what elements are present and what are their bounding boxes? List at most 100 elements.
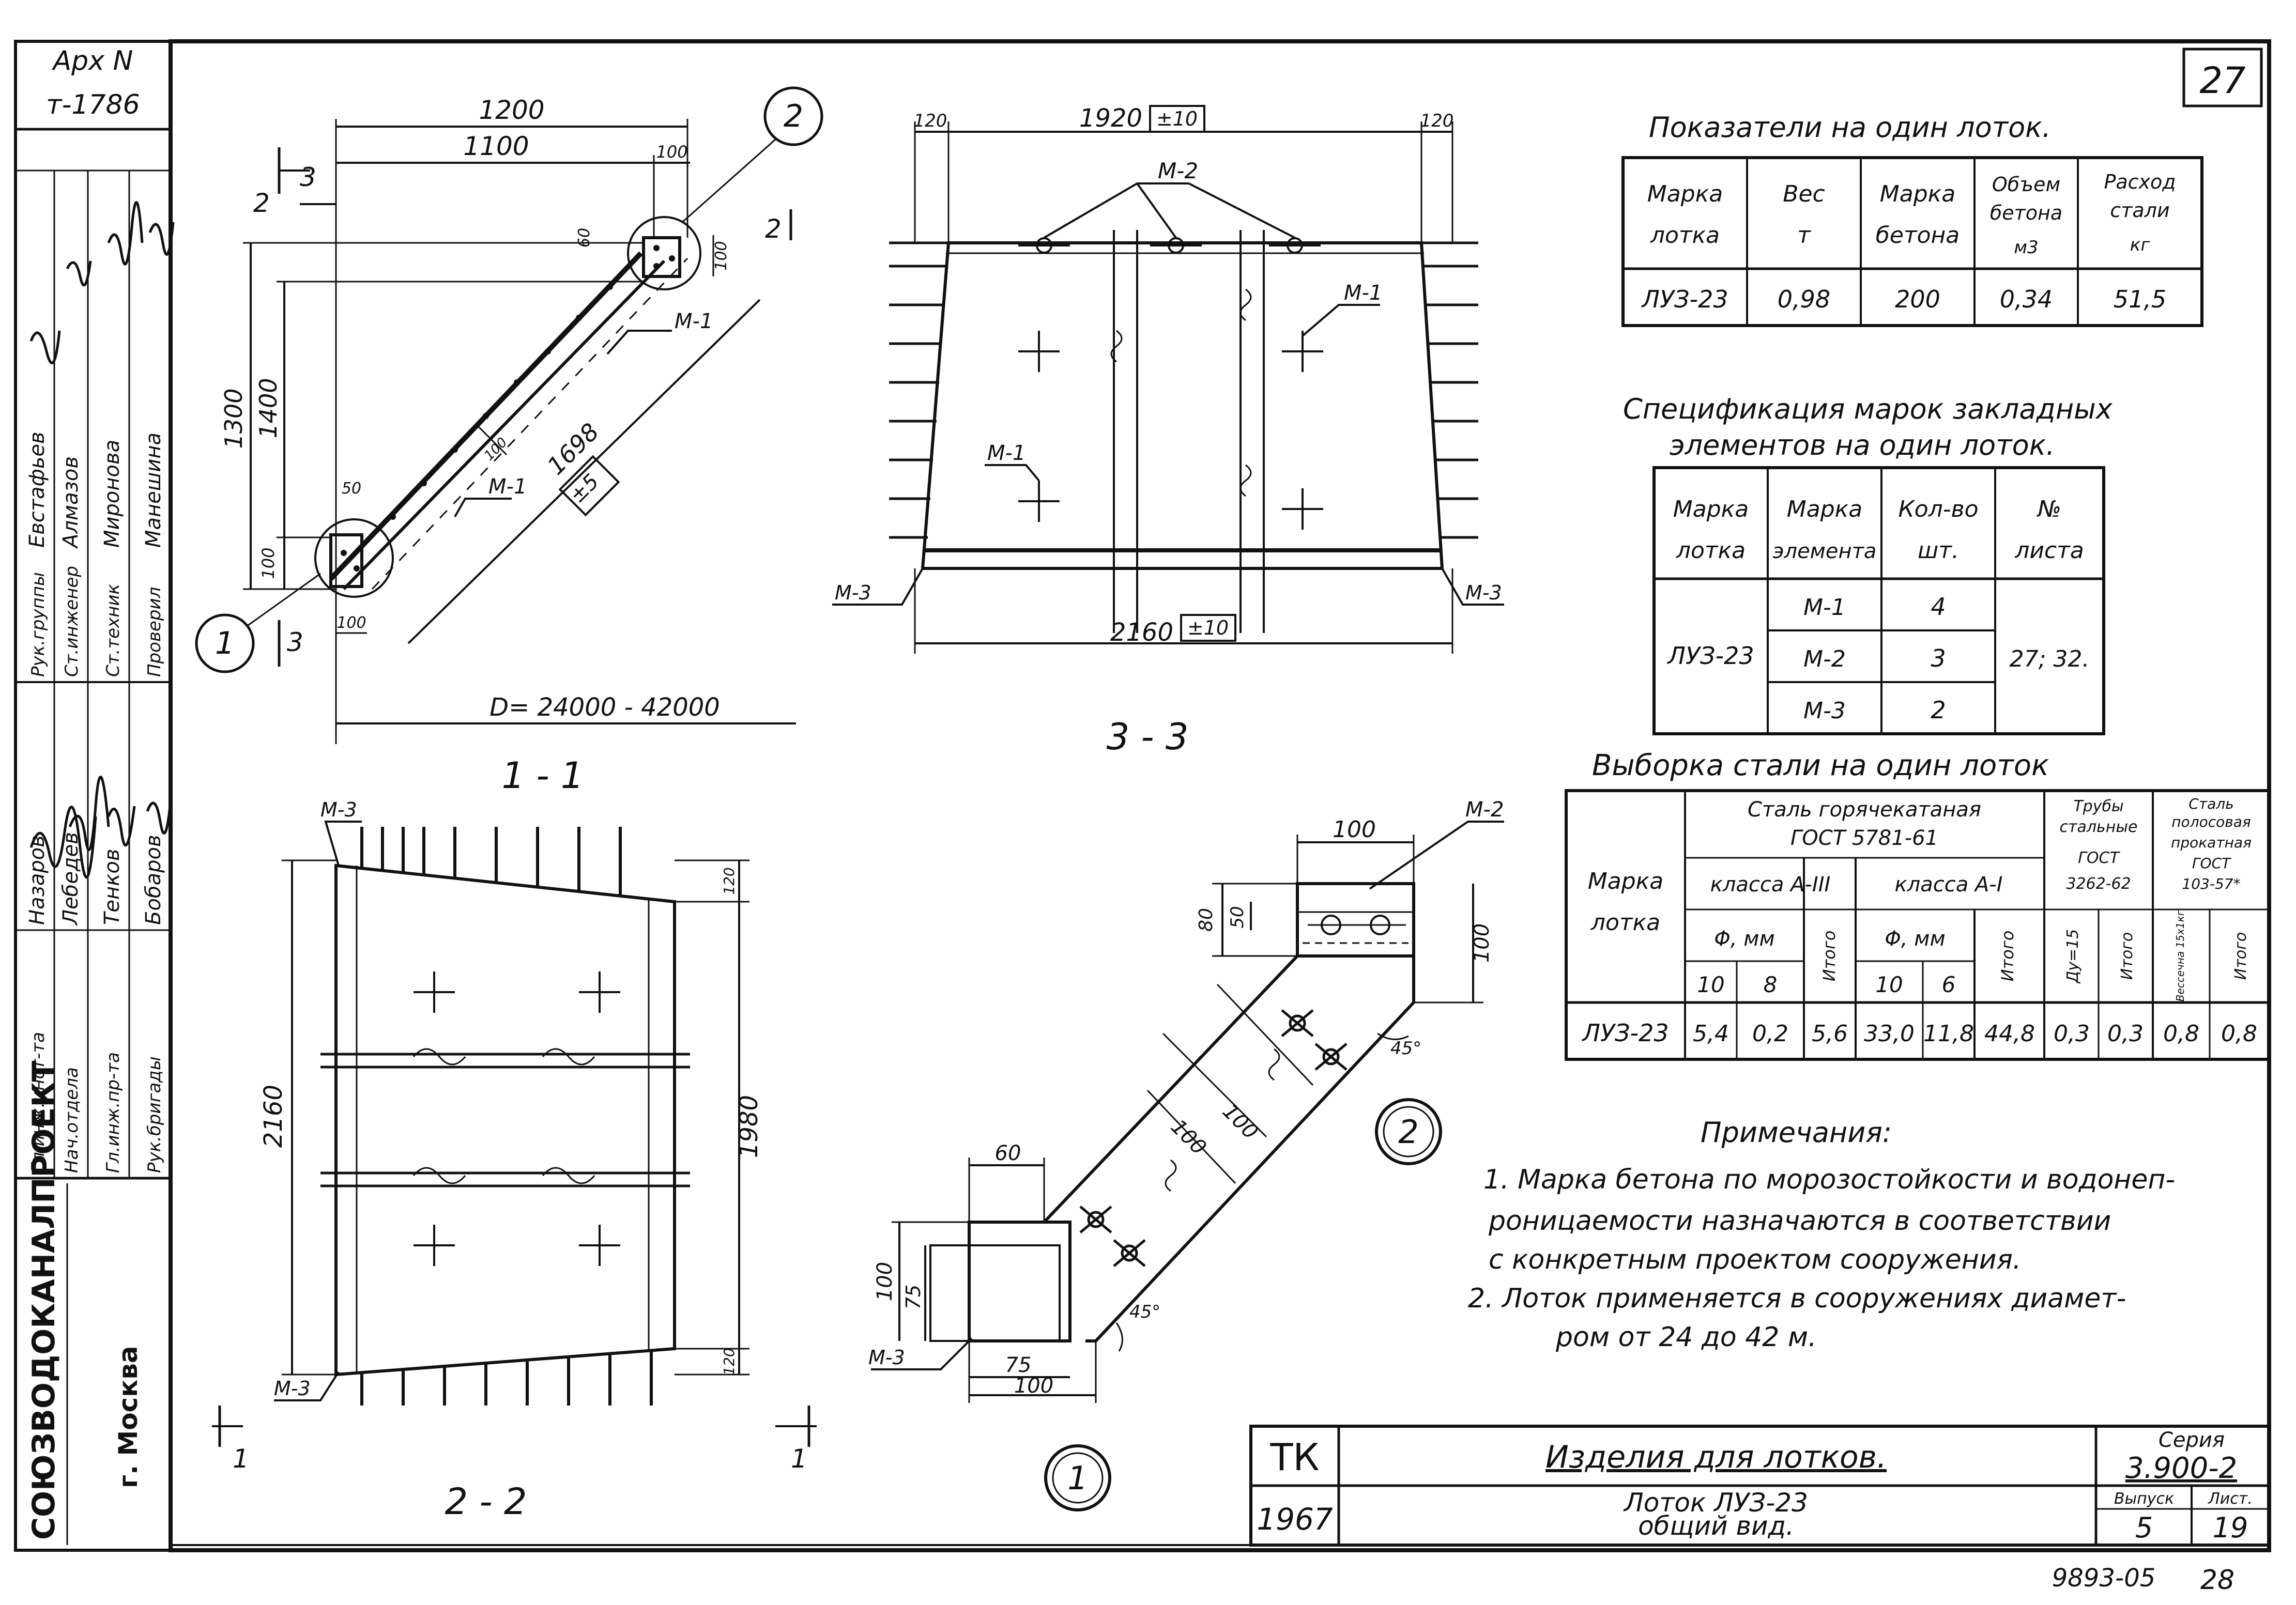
col-header: элемента — [1773, 539, 1877, 563]
col-header: Итого — [1819, 931, 1839, 982]
sig-name: Тенков — [100, 849, 124, 925]
callout-label: 2 — [1398, 1113, 1418, 1151]
col-header: бетона — [1990, 202, 2062, 224]
dim-1200: 1200 — [479, 95, 544, 125]
dim-100-top: 100 — [656, 142, 687, 162]
section-title: 1 - 1 — [502, 754, 584, 797]
col-header: стальные — [2060, 818, 2138, 836]
spec-title: Спецификация марок закладных — [1623, 393, 2113, 425]
sig-name: Алмазов — [59, 456, 83, 549]
cell: 0,34 — [2000, 285, 2053, 313]
sheet-value: 19 — [2213, 1511, 2248, 1544]
label-m3: М-3 — [1465, 581, 1502, 604]
callout-2 — [763, 86, 823, 146]
col-header: Расход — [2104, 171, 2176, 193]
dim-50: 50 — [342, 480, 361, 498]
col-header: Φ, мм — [1714, 927, 1774, 951]
col-header: лотка — [1590, 909, 1660, 936]
callout-label: 2 — [784, 98, 803, 134]
indicators-table: Показатели на один лоток. Марка лотка Ве… — [1621, 111, 2203, 327]
section-3-3: М-2 М-1 М-1 М-3 М-3 120 120 1920 ±10 216… — [832, 104, 1504, 758]
dim-100: 100 — [1470, 923, 1494, 963]
sig-name: Бобаров — [142, 835, 165, 925]
cell: 2 — [1931, 696, 1946, 724]
cell: 0,8 — [2221, 1021, 2257, 1047]
rebar-stubs — [360, 827, 653, 1406]
signature-scribbles — [29, 201, 175, 878]
sig-name: Назаров — [25, 835, 49, 925]
dim-120: 120 — [914, 111, 947, 131]
dim-2160: 2160 — [259, 1085, 288, 1148]
col-header: м3 — [2014, 237, 2038, 258]
indicators-title: Показатели на один лоток. — [1649, 111, 2051, 144]
col-header: Итого — [2232, 932, 2250, 980]
anchor-crosses — [414, 971, 620, 1266]
section-mark: 3 — [287, 627, 303, 657]
rebar-dots — [341, 245, 675, 572]
dim-tolerance: ±10 — [1187, 616, 1229, 639]
anchor-crosses — [1079, 1009, 1348, 1267]
footer-page: 28 — [2200, 1565, 2234, 1596]
note-line: с конкретным проектом сооружения. — [1489, 1244, 2021, 1275]
col-header: прокатная — [2171, 834, 2252, 851]
sig-name: Евстафьев — [25, 431, 49, 548]
anchor-crosses — [1018, 237, 1323, 530]
col-header: Марка — [1673, 496, 1749, 522]
col-header: Вес — [1783, 181, 1825, 207]
year: 1967 — [1257, 1502, 1333, 1537]
label-m1: М-1 — [675, 310, 713, 333]
note-line: 1. Марка бетона по морозостойкости и вод… — [1483, 1164, 2175, 1195]
sig-name: Миронова — [100, 440, 124, 548]
section-title: 2 - 2 — [445, 1480, 527, 1523]
cell: ЛУЗ-23 — [1641, 285, 1728, 313]
col-header: 10 — [1875, 972, 1903, 997]
section-mark: 2 — [253, 188, 270, 218]
col-header: класса А-III — [1710, 873, 1831, 897]
dim-80: 80 — [1196, 908, 1217, 932]
dim-45: 45° — [1390, 1038, 1421, 1059]
col-header: Объем — [1992, 173, 2060, 196]
detail-callout-2 — [1375, 1098, 1442, 1165]
dim-120: 120 — [1420, 111, 1454, 131]
dim-50: 50 — [1227, 906, 1248, 928]
product-name: Изделия для лотков. — [1545, 1439, 1887, 1475]
cell: 0,98 — [1778, 285, 1830, 313]
label-m1: М-1 — [987, 441, 1025, 465]
col-header: Кол-во — [1898, 496, 1978, 522]
col-header: 8 — [1764, 972, 1778, 997]
col-header: № — [2036, 496, 2061, 522]
label-m2: М-2 — [1465, 798, 1504, 822]
section-mark: 3 — [300, 162, 316, 192]
detail-node: 100 80 50 100 М-2 45° 100 100 60 100 75 … — [868, 798, 1504, 1511]
cell: 33,0 — [1864, 1021, 1915, 1047]
cell: 44,8 — [1984, 1021, 2035, 1047]
dim-100: 100 — [1333, 816, 1376, 843]
col-header: лотка — [1650, 222, 1720, 249]
cell: ЛУЗ-23 — [1581, 1019, 1669, 1047]
org-city: г. Москва — [113, 1346, 143, 1488]
series-value: 3.900-2 — [2125, 1452, 2237, 1485]
cell: 11,8 — [1923, 1021, 1974, 1047]
steel-title: Выборка стали на один лоток — [1592, 749, 2049, 782]
dim-1400: 1400 — [254, 378, 282, 438]
col-header: Ду=15 — [2064, 929, 2082, 984]
dim-1920: 1920 — [1079, 104, 1142, 133]
title-block: ТК 1967 Изделия для лотков. Лоток ЛУЗ-23… — [1249, 1425, 2271, 1547]
series-label: Серия — [2159, 1428, 2225, 1452]
cell: М-1 — [1803, 594, 1846, 621]
dim-60: 60 — [995, 1141, 1021, 1165]
cell: 5,6 — [1812, 1021, 1848, 1047]
dim-120: 120 — [721, 1348, 738, 1375]
cell: 0,3 — [2054, 1021, 2090, 1047]
side-stamp: Арх N т-1786 Гл.инж.инст-та Нач.отдела Г… — [14, 40, 175, 1552]
cell: ЛУЗ-23 — [1666, 642, 1754, 670]
col-header: Трубы — [2073, 797, 2123, 815]
callout-label: 1 — [215, 625, 235, 661]
label-m2: М-2 — [1158, 158, 1198, 183]
dim-2160: 2160 — [1110, 618, 1173, 647]
dim-100-bottom: 100 — [336, 614, 366, 632]
col-header: шт. — [1918, 537, 1959, 564]
dim-60-top: 60 — [575, 228, 593, 248]
rebar-stubs — [889, 241, 1478, 539]
sig-role: Проверил — [144, 587, 165, 677]
